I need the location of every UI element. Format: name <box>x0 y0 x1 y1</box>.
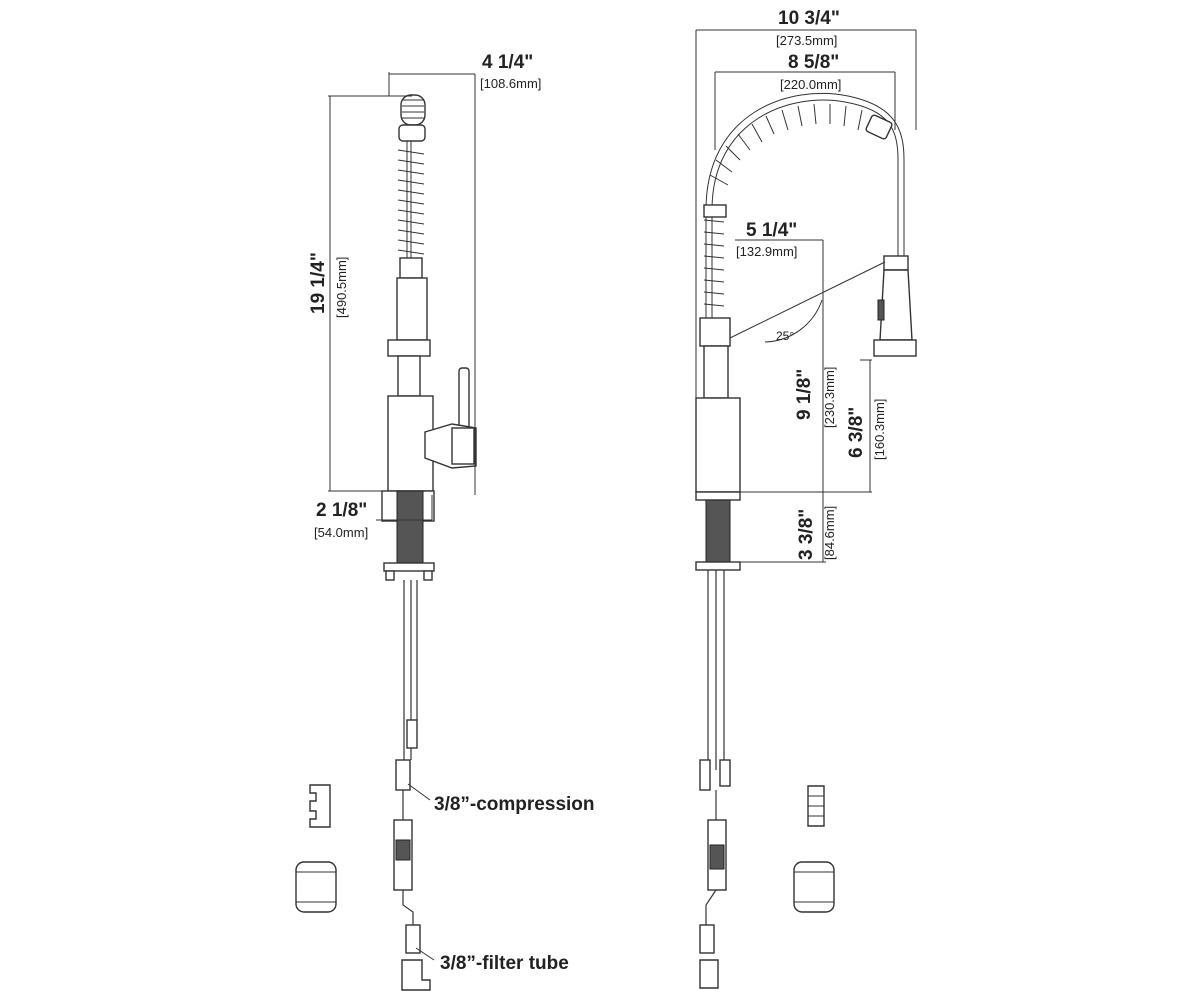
side-spare-fitting <box>295 784 337 913</box>
left-width-imperial: 4 1/4" <box>482 52 533 73</box>
filter-tube-callout: 3/8”-filter tube <box>440 953 569 974</box>
front-main-body <box>695 397 741 493</box>
spout-height-imperial: 9 1/8" <box>794 369 815 420</box>
side-dimension-lines <box>328 72 476 521</box>
front-upper-body <box>699 317 731 347</box>
left-width-metric: [108.6mm] <box>480 76 541 91</box>
front-spray-head <box>873 255 917 357</box>
front-spare-fitting <box>793 785 835 913</box>
front-supply-lines <box>699 570 731 989</box>
overall-width-metric: [273.5mm] <box>776 33 837 48</box>
left-base-imperial: 2 1/8" <box>316 500 367 521</box>
outlet-height-metric: [160.3mm] <box>872 399 887 460</box>
reach-imperial: 5 1/4" <box>746 220 797 241</box>
left-height-imperial: 19 1/4" <box>308 252 329 314</box>
front-coil-spring <box>703 92 905 345</box>
side-coil-spring <box>397 94 426 279</box>
shank-length-imperial: 3 3/8" <box>796 509 817 560</box>
side-lever-handle <box>424 367 477 469</box>
compression-callout: 3/8”-compression <box>434 794 595 815</box>
front-neck <box>703 345 729 399</box>
side-mount-plate <box>383 562 435 572</box>
swing-reach-line <box>729 261 886 339</box>
front-shank <box>705 499 731 563</box>
side-upper-body <box>396 277 428 341</box>
angle-arc <box>764 299 823 343</box>
arc-width-metric: [220.0mm] <box>780 77 841 92</box>
shank-length-metric: [84.6mm] <box>822 506 837 560</box>
side-shank <box>396 490 424 564</box>
side-view-faucet <box>381 94 477 991</box>
side-supply-lines <box>393 580 431 991</box>
front-view-faucet <box>695 92 917 989</box>
compression-leader <box>407 783 431 801</box>
left-base-metric: [54.0mm] <box>314 525 368 540</box>
left-height-metric: [490.5mm] <box>334 257 349 318</box>
filter-tube-leader <box>415 947 435 961</box>
overall-width-imperial: 10 3/4" <box>778 8 840 29</box>
front-dimension-lines <box>695 29 917 563</box>
spout-height-metric: [230.3mm] <box>822 367 837 428</box>
reach-metric: [132.9mm] <box>736 244 797 259</box>
side-collar <box>387 339 431 357</box>
swing-angle: 25° <box>776 329 794 343</box>
front-mount-plate <box>695 561 741 571</box>
side-neck <box>397 355 421 397</box>
arc-width-imperial: 8 5/8" <box>788 52 839 73</box>
outlet-height-imperial: 6 3/8" <box>846 407 867 458</box>
